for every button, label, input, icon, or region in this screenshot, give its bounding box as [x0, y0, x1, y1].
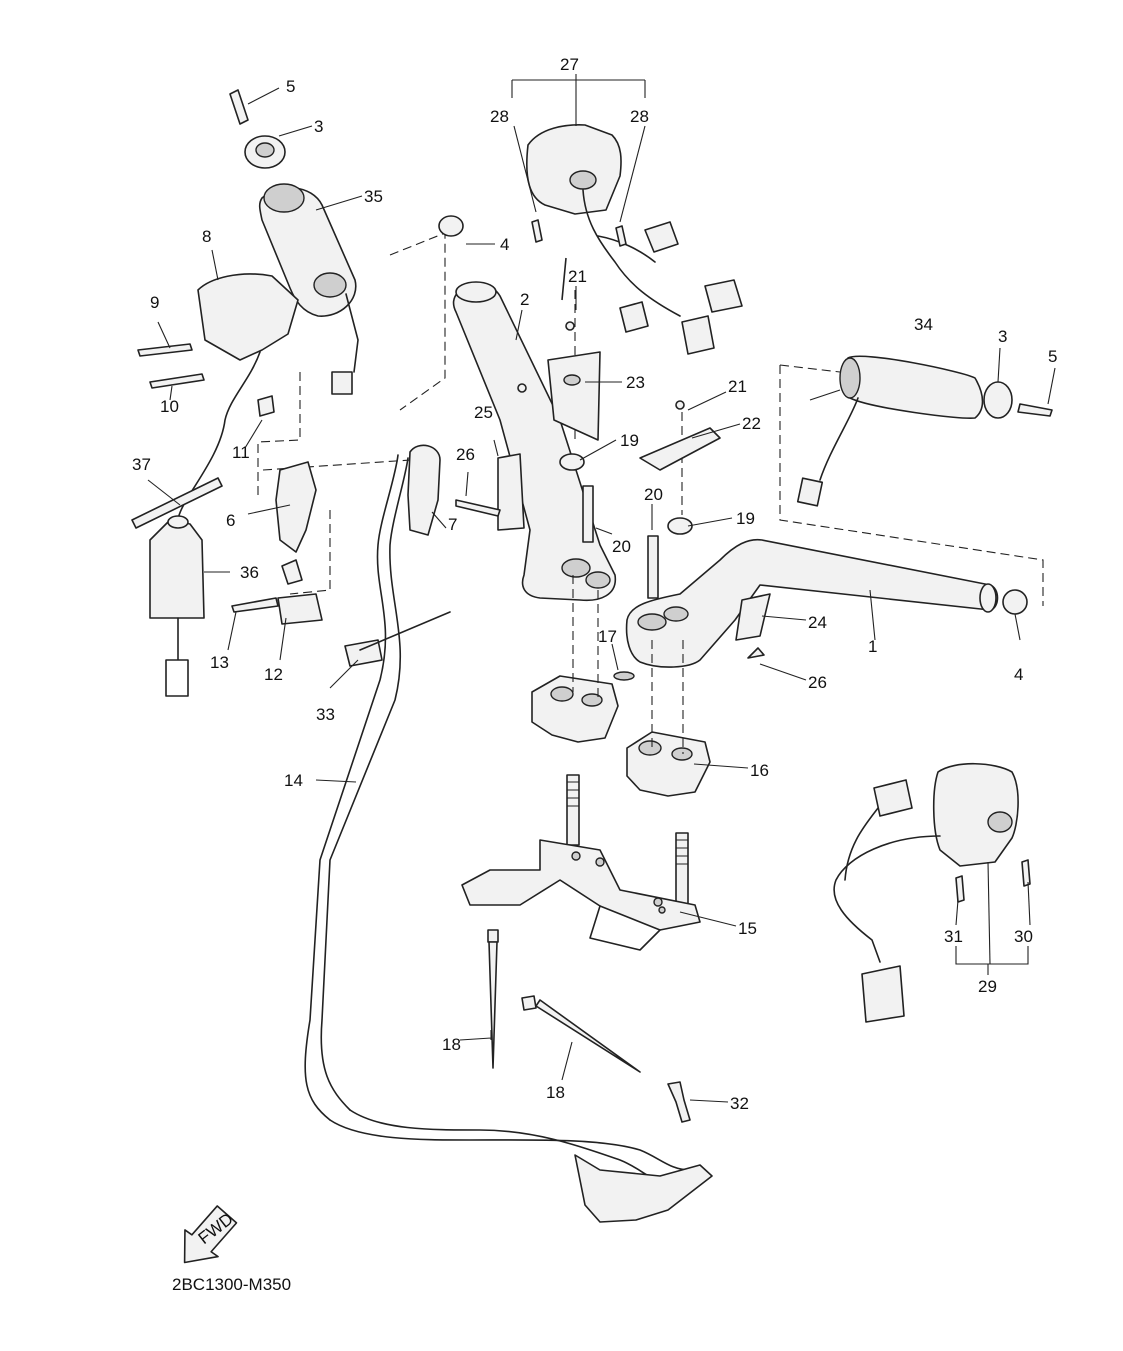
callout-20-left: 20 — [612, 537, 631, 556]
callout-19-right: 19 — [736, 509, 755, 528]
callout-4-right: 4 — [1014, 665, 1023, 684]
left-grip-part — [258, 183, 359, 395]
callout-10: 10 — [160, 397, 179, 416]
callout-12: 12 — [264, 665, 283, 684]
callout-22: 22 — [742, 414, 761, 433]
callout-26-left: 26 — [456, 445, 475, 464]
callout-21-right: 21 — [728, 377, 747, 396]
callout-31: 31 — [944, 927, 963, 946]
callout-21-left: 21 — [568, 267, 587, 286]
callout-30: 30 — [1014, 927, 1033, 946]
right-grip-part — [796, 355, 984, 507]
callout-33: 33 — [316, 705, 335, 724]
callout-leader-lines — [147, 74, 1056, 1103]
fwd-arrow-icon: FWD — [183, 1205, 238, 1264]
throttle-cables-part — [304, 454, 713, 1223]
callout-1: 1 — [868, 637, 877, 656]
callout-25: 25 — [474, 403, 493, 422]
callout-36: 36 — [240, 563, 259, 582]
callout-13: 13 — [210, 653, 229, 672]
callout-5-left: 5 — [286, 77, 295, 96]
callout-37: 37 — [132, 455, 151, 474]
callout-numbers: 5 3 35 8 9 10 11 37 6 36 13 12 33 14 7 4… — [132, 55, 1057, 1113]
bar-end-weights-bolts — [229, 89, 1053, 1123]
callout-14: 14 — [284, 771, 303, 790]
callout-17: 17 — [598, 627, 617, 646]
callout-11: 11 — [232, 443, 250, 462]
callout-26-right: 26 — [808, 673, 827, 692]
callout-15: 15 — [738, 919, 757, 938]
callout-20-right: 20 — [644, 485, 663, 504]
callout-4-left: 4 — [500, 235, 509, 254]
callout-35: 35 — [364, 187, 383, 206]
drawing-code: 2BC1300-M350 — [172, 1275, 291, 1294]
callout-3-left: 3 — [314, 117, 323, 136]
callout-2: 2 — [520, 290, 529, 309]
callout-34: 34 — [914, 315, 933, 334]
right-handlebar-part — [625, 538, 999, 668]
right-switch-assembly-part — [833, 762, 1031, 1023]
cable-tie-part — [487, 929, 641, 1073]
callout-5-right: 5 — [1048, 347, 1057, 366]
callout-9: 9 — [150, 293, 159, 312]
callout-27: 27 — [560, 55, 579, 74]
callout-19-left: 19 — [620, 431, 639, 450]
left-switch-assembly-part — [526, 124, 743, 355]
callout-32: 32 — [730, 1094, 749, 1113]
callout-7: 7 — [448, 515, 457, 534]
callout-8: 8 — [202, 227, 211, 246]
callout-24: 24 — [808, 613, 827, 632]
bracket-plate-part — [461, 839, 701, 951]
callout-28-right: 28 — [630, 107, 649, 126]
lever-holders-switches — [131, 273, 441, 697]
callout-6: 6 — [226, 511, 235, 530]
callout-16: 16 — [750, 761, 769, 780]
callout-29: 29 — [978, 977, 997, 996]
callout-28-left: 28 — [490, 107, 509, 126]
left-handlebar-part — [452, 281, 616, 602]
callout-18-left: 18 — [442, 1035, 461, 1054]
handlebar-holder-part — [531, 675, 711, 797]
callout-18-right: 18 — [546, 1083, 565, 1102]
callout-23: 23 — [626, 373, 645, 392]
callout-3-right: 3 — [998, 327, 1007, 346]
holder-stud-part — [566, 774, 689, 914]
